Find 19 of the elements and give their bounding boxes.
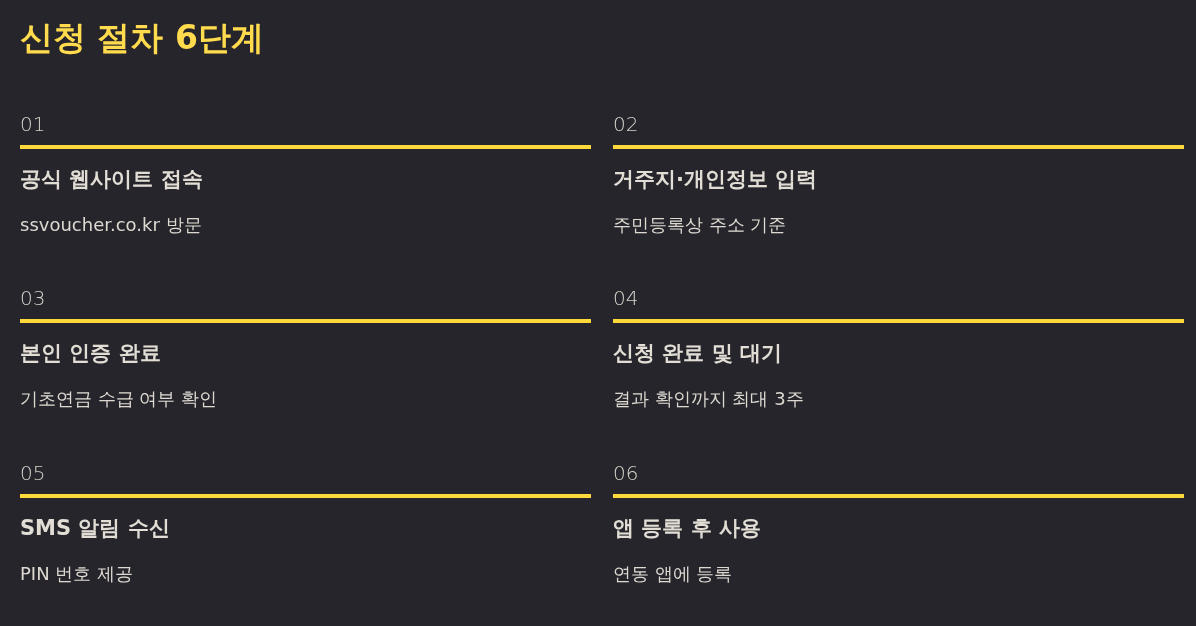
step-heading: SMS 알림 수신: [20, 515, 170, 541]
step-number: 06: [613, 461, 639, 485]
step-description: ssvoucher.co.kr 방문: [20, 213, 202, 237]
step-description: PIN 번호 제공: [20, 562, 134, 586]
step-description: 연동 앱에 등록: [613, 562, 733, 586]
step-heading: 본인 인증 완료: [20, 340, 161, 366]
step-heading: 앱 등록 후 사용: [613, 515, 761, 541]
step-heading: 공식 웹사이트 접속: [20, 166, 203, 192]
step-number: 01: [20, 112, 46, 136]
step-heading: 거주지·개인정보 입력: [613, 166, 818, 192]
step-description: 주민등록상 주소 기준: [613, 213, 787, 237]
step-description: 기초연금 수급 여부 확인: [20, 387, 218, 411]
step-description: 결과 확인까지 최대 3주: [613, 387, 804, 411]
step-number: 03: [20, 286, 46, 310]
step-heading: 신청 완료 및 대기: [613, 340, 782, 366]
step-number: 05: [20, 461, 46, 485]
step-number: 04: [613, 286, 639, 310]
title: 신청 절차 6단계: [20, 17, 264, 59]
step-number: 02: [613, 112, 639, 136]
